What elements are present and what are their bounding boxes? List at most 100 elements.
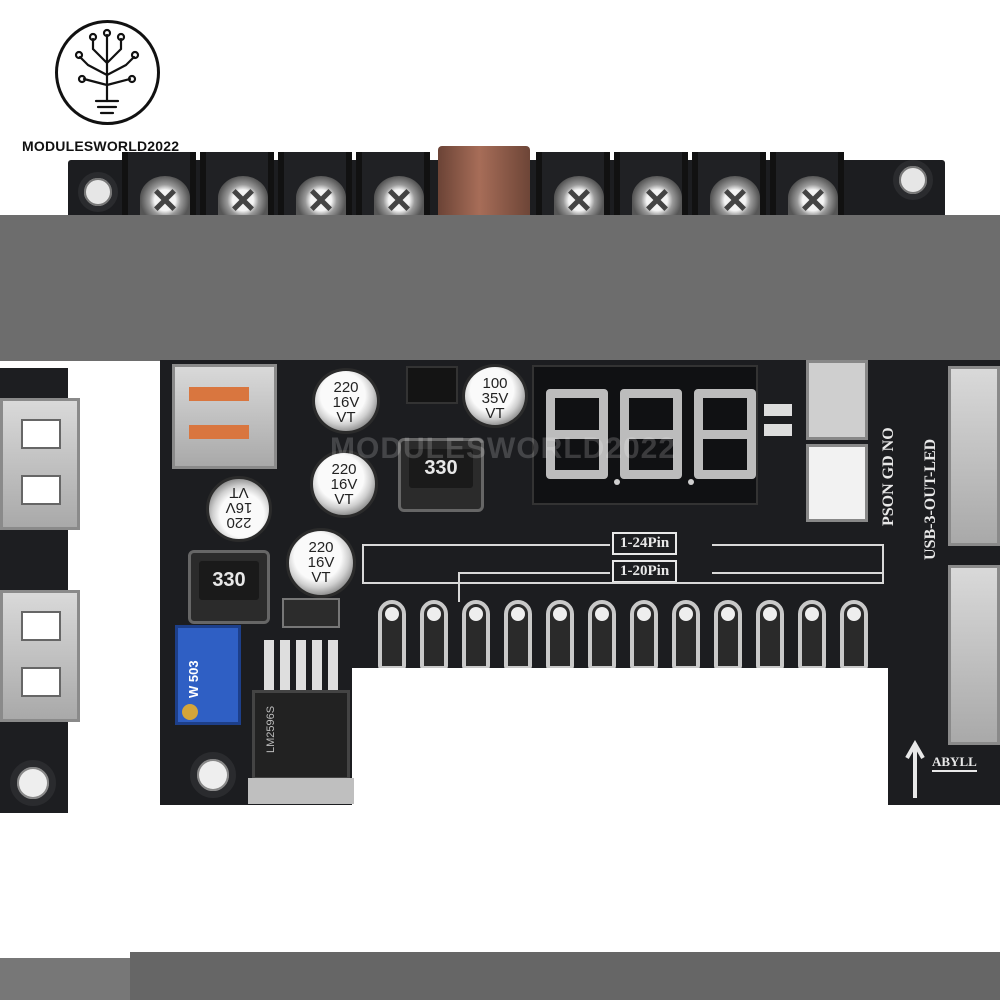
connector-pin (546, 600, 574, 670)
cap-voltage: 16V (307, 554, 335, 571)
usb-slot (21, 475, 61, 505)
screw-icon (374, 176, 424, 220)
usb-led-label: USB-3-OUT-LED (922, 438, 939, 560)
regulator-leg (312, 640, 322, 696)
trace-line (712, 572, 884, 574)
inductor: 330 (188, 550, 270, 624)
usb-tongue (189, 425, 249, 439)
screw-icon (218, 176, 268, 220)
connector-pin (420, 600, 448, 670)
screw-icon (632, 176, 682, 220)
usb-slot (21, 667, 61, 697)
trace-line (458, 572, 460, 602)
brand-logo (55, 20, 160, 125)
fuse (438, 146, 530, 222)
digit (694, 389, 756, 479)
cap-value: 220 (331, 461, 357, 478)
regulator-label: LM2596S (265, 705, 277, 753)
cap-value: 220 (308, 539, 334, 556)
ic-chip (406, 366, 458, 404)
connector-pin (714, 600, 742, 670)
pson-label: PSON GD NO (880, 427, 897, 526)
screw-icon (554, 176, 604, 220)
connector-pin (672, 600, 700, 670)
cap-voltage: 16V (225, 499, 253, 516)
seven-segment-display (532, 365, 758, 505)
led (764, 424, 792, 436)
screw-terminal (356, 152, 430, 222)
gray-band (0, 215, 1000, 361)
usb-slot (21, 419, 61, 449)
digit (546, 389, 608, 479)
screw-terminal (536, 152, 610, 222)
adjust-screw-icon (182, 704, 198, 720)
capacitor: 220 16V VT (310, 450, 378, 518)
regulator-leg (264, 640, 274, 696)
cap-series: VT (485, 405, 505, 422)
cap-value: 220 (333, 379, 359, 396)
trace-line (458, 572, 610, 574)
mount-hole (190, 752, 236, 798)
usb-port (948, 565, 1000, 745)
cap-value: 220 (226, 514, 252, 531)
cap-series: VT (229, 484, 249, 501)
capacitor: 220 16V VT (286, 528, 356, 598)
decimal-point (688, 479, 694, 485)
regulator-tab (248, 778, 354, 804)
trace-line (362, 544, 610, 546)
diode (282, 598, 340, 628)
connector-pin (378, 600, 406, 670)
connector-pin (504, 600, 532, 670)
trace-line (362, 582, 884, 584)
mount-hole (893, 160, 933, 200)
regulator-leg (328, 640, 338, 696)
brand-name: MODULESWORLD2022 (22, 138, 180, 154)
trace-line (882, 544, 884, 584)
usb-port (0, 398, 80, 530)
connector-pin (798, 600, 826, 670)
circuit-bulb-icon (74, 28, 140, 115)
cap-voltage: 16V (330, 476, 358, 493)
screw-terminal (692, 152, 766, 222)
usb-port (948, 366, 1000, 546)
connector-pin (840, 600, 868, 670)
screw-terminal (614, 152, 688, 222)
background-gap (68, 368, 160, 813)
watermark: MODULESWORLD2022 (330, 432, 677, 465)
cap-voltage: 35V (481, 390, 509, 407)
usb-tongue (189, 387, 249, 401)
digit (620, 389, 682, 479)
gray-band-bottom (0, 958, 130, 1000)
regulator-leg (280, 640, 290, 696)
screw-terminal (770, 152, 844, 222)
led (764, 404, 792, 416)
potentiometer: W 503 (175, 625, 241, 725)
switch-housing (806, 444, 868, 522)
screw-icon (296, 176, 346, 220)
connector-pin (756, 600, 784, 670)
cap-series: VT (336, 409, 356, 426)
toggle-switch (806, 360, 868, 440)
inductor: 330 (398, 438, 484, 512)
trace-line (362, 544, 364, 584)
decimal-point (614, 479, 620, 485)
mount-hole (78, 172, 118, 212)
gray-band-bottom (130, 952, 1000, 1000)
screw-terminal (200, 152, 274, 222)
arrow-up-icon (905, 740, 925, 798)
connector-pin (588, 600, 616, 670)
connector-pin (630, 600, 658, 670)
usb-port (172, 364, 277, 469)
usb-slot (21, 611, 61, 641)
pin24-label: 1-24Pin (612, 532, 678, 555)
connector-pin (462, 600, 490, 670)
maker-mark: ABYLL (932, 754, 977, 772)
usb-port (0, 590, 80, 722)
cap-series: VT (334, 491, 354, 508)
screw-icon (140, 176, 190, 220)
cap-value: 100 (482, 375, 508, 392)
screw-terminal (278, 152, 352, 222)
cap-series: VT (311, 569, 331, 586)
blank-area (352, 668, 888, 806)
